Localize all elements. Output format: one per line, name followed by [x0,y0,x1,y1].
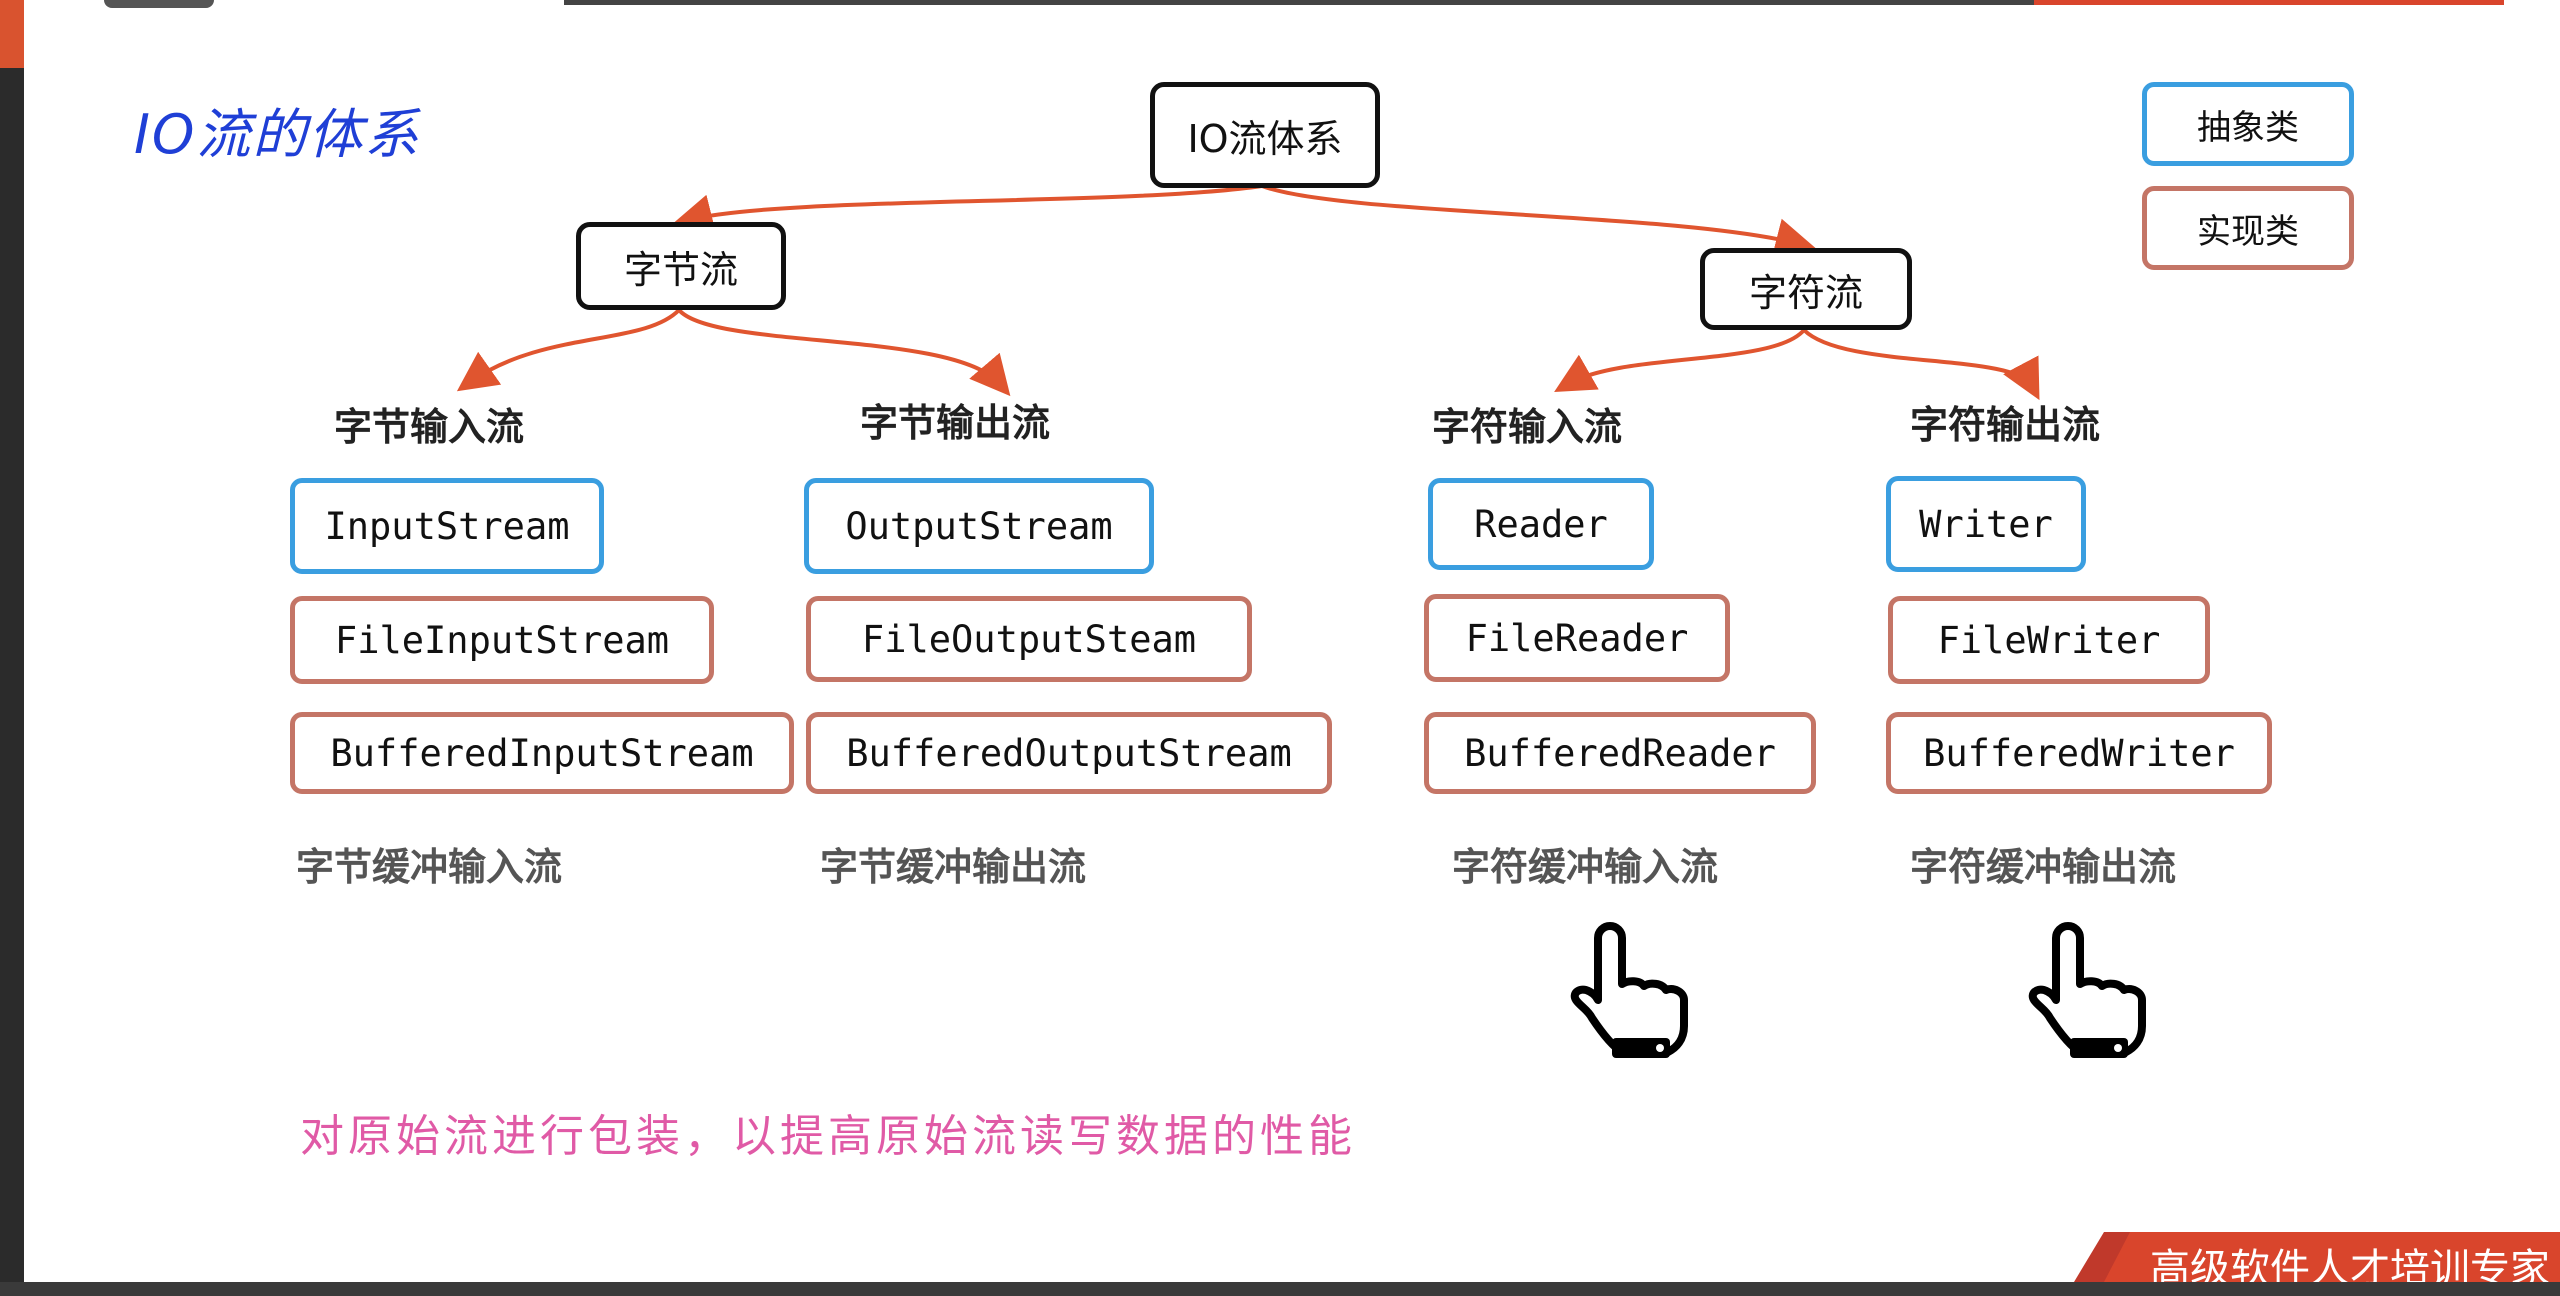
node-fileinputstream: FileInputStream [290,596,714,684]
arrow-root-to-byte [672,184,1263,234]
wrapper-note: 对原始流进行包装，以提高原始流读写数据的性能 [300,1111,1356,1162]
caption-byte-buffered-output: 字节缓冲输出流 [820,845,1087,889]
bottom-bar [0,1282,2560,1296]
caption-char-buffered-output: 字符缓冲输出流 [1910,845,2177,889]
heading-char-output: 字符输出流 [1910,403,2101,447]
slide-title: IO流的体系 [134,103,421,166]
node-bufferedinputstream: BufferedInputStream [290,712,794,794]
arrow-byte-to-input [456,308,681,392]
arrow-char-to-output [1802,328,2040,401]
node-bufferedoutputstream: BufferedOutputStream [806,712,1332,794]
top-divider-accent [2034,0,2504,5]
legend-abstract: 抽象类 [2142,82,2354,166]
node-writer: Writer [1886,476,2086,572]
arrow-byte-to-output [677,308,1011,397]
pointing-hand-icon [2028,922,2146,1058]
root-node: IO流体系 [1150,82,1380,188]
node-fileoutputsteam: FileOutputSteam [806,596,1252,682]
top-divider [564,0,2504,5]
node-bufferedreader: BufferedReader [1424,712,1816,794]
node-filereader: FileReader [1424,594,1730,682]
caption-char-buffered-input: 字符缓冲输入流 [1452,845,1719,889]
footer-banner-shape [2074,1232,2560,1282]
pointing-hand-icon [1570,922,1688,1058]
slide-canvas: IO流的体系 IO流体系 字节流 字符流 抽象类 实现类 字节输入流 Input… [24,0,2560,1292]
arrow-char-to-input [1554,328,1806,392]
node-outputstream: OutputStream [804,478,1154,574]
node-filewriter: FileWriter [1888,596,2210,684]
arrow-root-to-char [1261,184,1816,258]
node-bufferedwriter: BufferedWriter [1886,712,2272,794]
legend-impl: 实现类 [2142,186,2354,270]
tree-arrows [456,184,2040,401]
heading-byte-input: 字节输入流 [334,405,525,449]
node-inputstream: InputStream [290,478,604,574]
top-left-decoration [104,0,214,8]
node-reader: Reader [1428,478,1654,570]
char-stream-node: 字符流 [1700,248,1912,330]
byte-stream-node: 字节流 [576,222,786,310]
heading-byte-output: 字节输出流 [860,401,1051,445]
caption-byte-buffered-input: 字节缓冲输入流 [296,845,563,889]
heading-char-input: 字符输入流 [1432,405,1623,449]
